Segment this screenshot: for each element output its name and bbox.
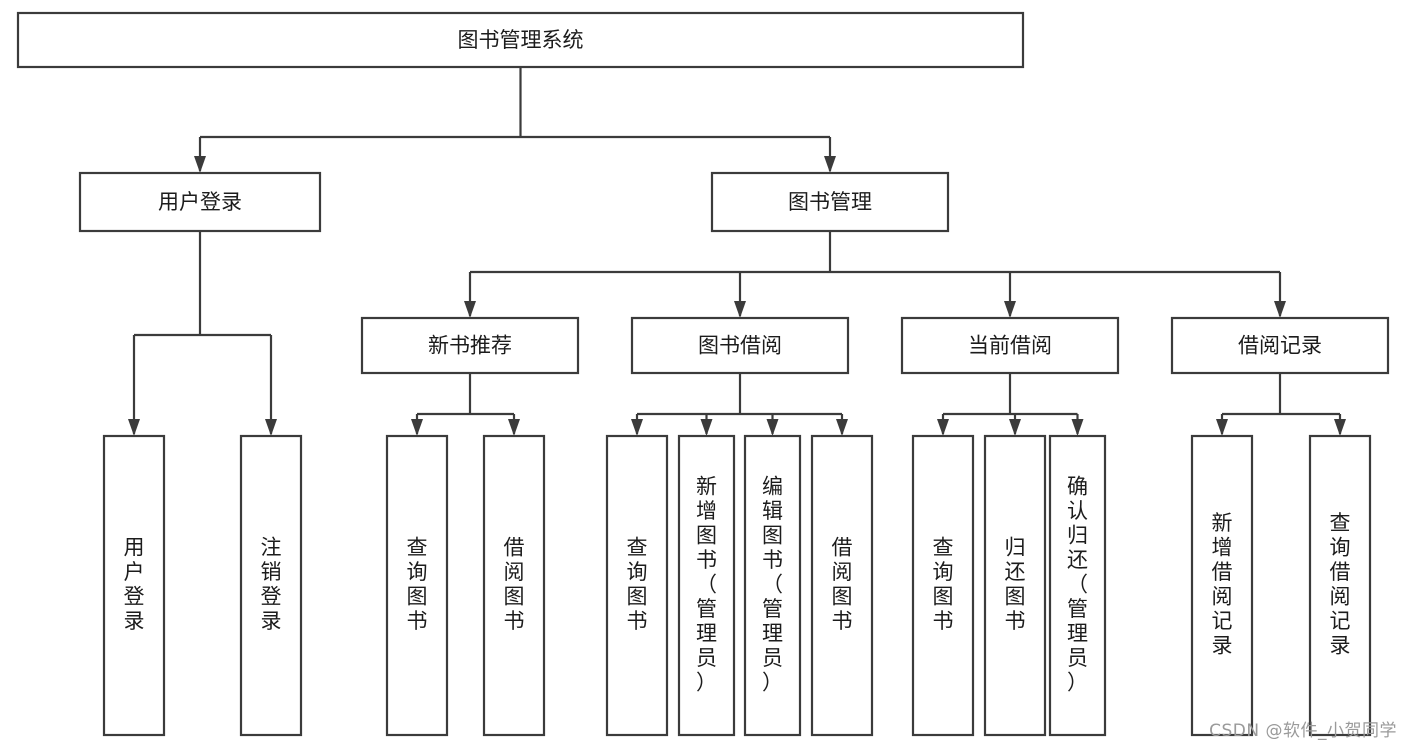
arrow-head-icon [265, 419, 277, 436]
node-bb-borrow-book[interactable]: 借阅图书 [810, 434, 874, 737]
node-box[interactable] [605, 434, 669, 737]
node-box[interactable] [1190, 434, 1254, 737]
node-br-query-record[interactable]: 查询借阅记录 [1308, 434, 1372, 737]
node-label: 归还图书 [1005, 536, 1026, 634]
node-label: 注销登录 [261, 536, 282, 634]
arrow-head-icon [464, 301, 476, 318]
arrow-head-icon [1071, 419, 1084, 436]
node-br-add-record[interactable]: 新增借阅记录 [1190, 434, 1254, 737]
node-label: 查询借阅记录 [1330, 511, 1351, 658]
node-user-login-logout[interactable]: 注销登录 [239, 434, 303, 737]
node-box[interactable] [1170, 316, 1390, 375]
node-label: 图书借阅 [698, 334, 782, 358]
node-book-borrow[interactable]: 图书借阅 [630, 316, 850, 375]
node-label: 确认归还（管理员） [1067, 474, 1088, 694]
node-label: 编辑图书（管理员） [762, 474, 783, 694]
node-label: 新书推荐 [428, 334, 512, 358]
node-bb-edit-book[interactable]: 编辑图书（管理员） [743, 434, 802, 737]
node-user-login-login[interactable]: 用户登录 [102, 434, 166, 737]
node-label: 新增图书（管理员） [696, 474, 717, 694]
node-user-login[interactable]: 用户登录 [78, 171, 322, 233]
arrow-head-icon [824, 156, 836, 173]
connectors-layer [128, 67, 1346, 436]
arrow-head-icon [1009, 419, 1021, 436]
node-box[interactable] [1048, 434, 1107, 737]
arrow-head-icon [1004, 301, 1016, 318]
arrow-head-icon [411, 419, 423, 436]
node-box[interactable] [78, 171, 322, 233]
node-box[interactable] [911, 434, 975, 737]
node-box[interactable] [1308, 434, 1372, 737]
nodes-layer: 图书管理系统用户登录图书管理用户登录注销登录新书推荐查询图书借阅图书图书借阅查询… [16, 11, 1390, 737]
node-label: 图书管理 [788, 190, 872, 214]
node-nb-query-book[interactable]: 查询图书 [385, 434, 449, 737]
arrow-head-icon [1334, 419, 1346, 436]
arrow-head-icon [1274, 301, 1286, 318]
node-label: 查询图书 [933, 536, 954, 634]
node-box[interactable] [677, 434, 736, 737]
node-cb-query-book[interactable]: 查询图书 [911, 434, 975, 737]
node-box[interactable] [983, 434, 1047, 737]
arrow-head-icon [700, 419, 713, 436]
node-label: 查询图书 [627, 536, 648, 634]
arrow-head-icon [734, 301, 746, 318]
node-box[interactable] [385, 434, 449, 737]
node-label: 图书管理系统 [458, 28, 584, 52]
arrow-head-icon [631, 419, 643, 436]
node-box[interactable] [16, 11, 1025, 69]
node-new-book-recommend[interactable]: 新书推荐 [360, 316, 580, 375]
arrow-head-icon [766, 419, 779, 436]
node-box[interactable] [360, 316, 580, 375]
node-label: 查询图书 [407, 536, 428, 634]
node-root[interactable]: 图书管理系统 [16, 11, 1025, 69]
node-box[interactable] [743, 434, 802, 737]
node-book-management[interactable]: 图书管理 [710, 171, 950, 233]
node-box[interactable] [630, 316, 850, 375]
node-bb-query-book[interactable]: 查询图书 [605, 434, 669, 737]
node-label: 用户登录 [124, 536, 145, 634]
node-box[interactable] [810, 434, 874, 737]
arrow-head-icon [508, 419, 520, 436]
arrow-head-icon [1216, 419, 1228, 436]
node-label: 用户登录 [158, 190, 242, 214]
node-box[interactable] [102, 434, 166, 737]
arrow-head-icon [128, 419, 140, 436]
arrow-head-icon [937, 419, 949, 436]
node-box[interactable] [900, 316, 1120, 375]
node-box[interactable] [710, 171, 950, 233]
node-cb-return-book[interactable]: 归还图书 [983, 434, 1047, 737]
node-box[interactable] [482, 434, 546, 737]
node-box[interactable] [239, 434, 303, 737]
arrow-head-icon [194, 156, 206, 173]
node-label: 借阅图书 [832, 536, 853, 634]
node-label: 借阅记录 [1238, 334, 1322, 358]
node-nb-borrow-book[interactable]: 借阅图书 [482, 434, 546, 737]
node-label: 借阅图书 [504, 536, 525, 634]
arrow-head-icon [836, 419, 848, 436]
node-cb-confirm-return[interactable]: 确认归还（管理员） [1048, 434, 1107, 737]
node-label: 当前借阅 [968, 334, 1052, 358]
node-borrow-record[interactable]: 借阅记录 [1170, 316, 1390, 375]
node-bb-add-book[interactable]: 新增图书（管理员） [677, 434, 736, 737]
node-current-borrow[interactable]: 当前借阅 [900, 316, 1120, 375]
node-label: 新增借阅记录 [1212, 511, 1233, 658]
